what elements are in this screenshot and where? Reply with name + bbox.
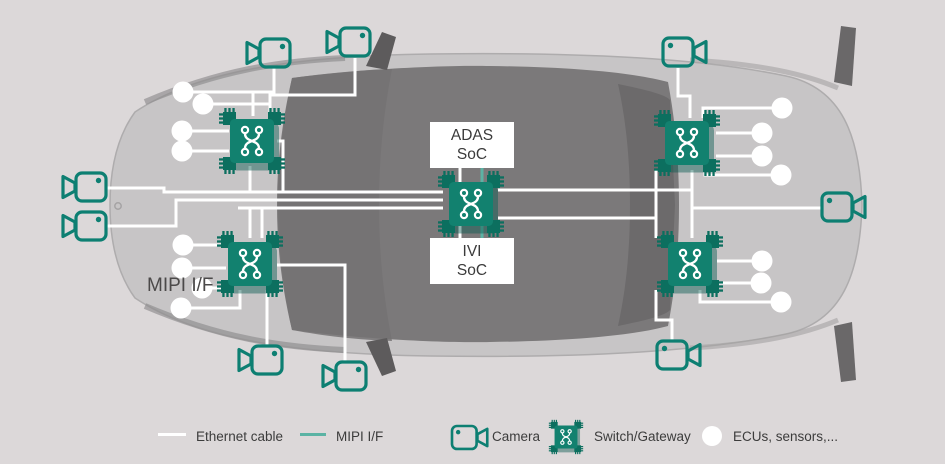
car-shoulder-line-right-top: [689, 57, 839, 91]
ethernet-wire: [698, 290, 781, 304]
ecu-node-icon: [770, 291, 792, 313]
ecu-node-icon: [171, 120, 193, 142]
car-shoulder-line-top: [143, 55, 346, 105]
adas-soc-label-line1: ADAS: [451, 127, 493, 144]
ecu-node-icon: [191, 277, 213, 299]
ecu-node-layer: [170, 81, 793, 319]
ivi-soc-box: IVI SoC: [430, 238, 514, 284]
side-mirror-top: [366, 32, 396, 70]
ivi-soc-label-line1: IVI: [463, 243, 482, 260]
ecu-node-icon: [171, 257, 193, 279]
ivi-soc-label-line2: SoC: [457, 262, 487, 279]
legend-mipi-label: MIPI I/F: [336, 429, 383, 444]
camera-icon: [450, 424, 489, 451]
ethernet-wire: [181, 290, 242, 310]
car-rear-window: [618, 84, 675, 326]
ethernet-wire: [277, 263, 347, 363]
mipi-annotation: MIPI I/F: [147, 275, 214, 296]
ecu-node-icon: [171, 140, 193, 162]
ecu-node-icon: [170, 297, 192, 319]
ecu-node-icon: [172, 234, 194, 256]
ecu-node-icon: [751, 145, 773, 167]
car-shoulder-line-right-bottom: [689, 317, 839, 351]
ecu-node-icon: [751, 122, 773, 144]
legend: Ethernet cable MIPI I/F Camera Switch/Ga…: [158, 420, 838, 454]
car-windshield: [278, 69, 392, 341]
ecu-node-icon: [192, 93, 214, 115]
ethernet-wire: [268, 58, 357, 118]
ethernet-wire: [676, 68, 692, 118]
ethernet-wire: [106, 198, 443, 228]
car-front-emblem: [114, 202, 122, 210]
adas-soc-box: ADAS SoC: [430, 122, 514, 168]
camera-icon: [237, 344, 284, 376]
camera-icon: [61, 171, 108, 203]
rear-fin-bottom: [834, 322, 856, 382]
ecu-node-icon: [702, 426, 722, 446]
ecu-node-icon: [751, 250, 773, 272]
camera-icon: [325, 26, 372, 58]
legend-switch-label: Switch/Gateway: [594, 429, 691, 444]
side-mirror-bottom: [366, 338, 396, 376]
ecu-node-icon: [750, 272, 772, 294]
adas-soc-label-line2: SoC: [457, 146, 487, 163]
ecu-node-icon: [172, 81, 194, 103]
legend-camera-label: Camera: [492, 429, 541, 444]
ethernet-line-swatch: [158, 433, 186, 436]
ethernet-wire: [106, 186, 443, 194]
camera-icon: [321, 360, 368, 392]
ethernet-wire: [654, 290, 674, 342]
ecu-node-icon: [771, 97, 793, 119]
legend-ethernet-label: Ethernet cable: [196, 429, 283, 444]
rear-fin-top: [834, 26, 856, 86]
legend-ecus-label: ECUs, sensors,...: [733, 429, 838, 444]
car-shoulder-line-bottom: [143, 303, 346, 353]
mipi-line-swatch: [300, 433, 326, 436]
switch-gateway-icon: [549, 420, 583, 454]
ecu-node-icon: [770, 164, 792, 186]
camera-icon: [61, 210, 108, 242]
